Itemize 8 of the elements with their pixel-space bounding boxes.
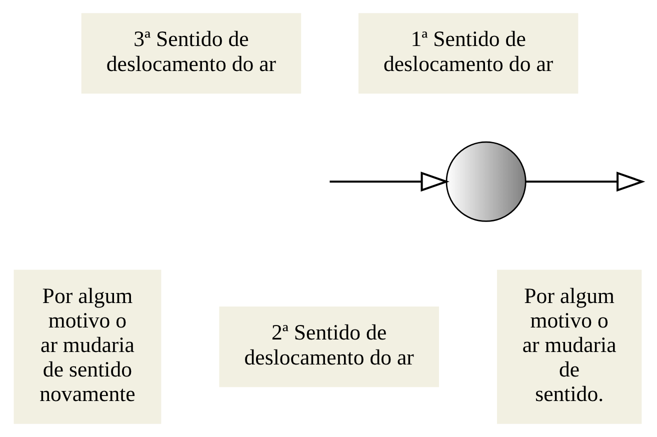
arrow (525, 172, 645, 192)
arrow (329, 172, 449, 192)
node-box: 1ª Sentido de deslocamento do ar (358, 13, 578, 94)
node-box: Por algum motivo o ar mudaria de sentido. (496, 270, 642, 424)
node-box: 2ª Sentido de deslocamento do ar (218, 306, 438, 388)
node-box: Por algum motivo o ar mudaria de sentido novamente (13, 270, 161, 424)
node-box: 3ª Sentido de deslocamento do ar (80, 13, 301, 94)
node-circle (445, 141, 526, 222)
